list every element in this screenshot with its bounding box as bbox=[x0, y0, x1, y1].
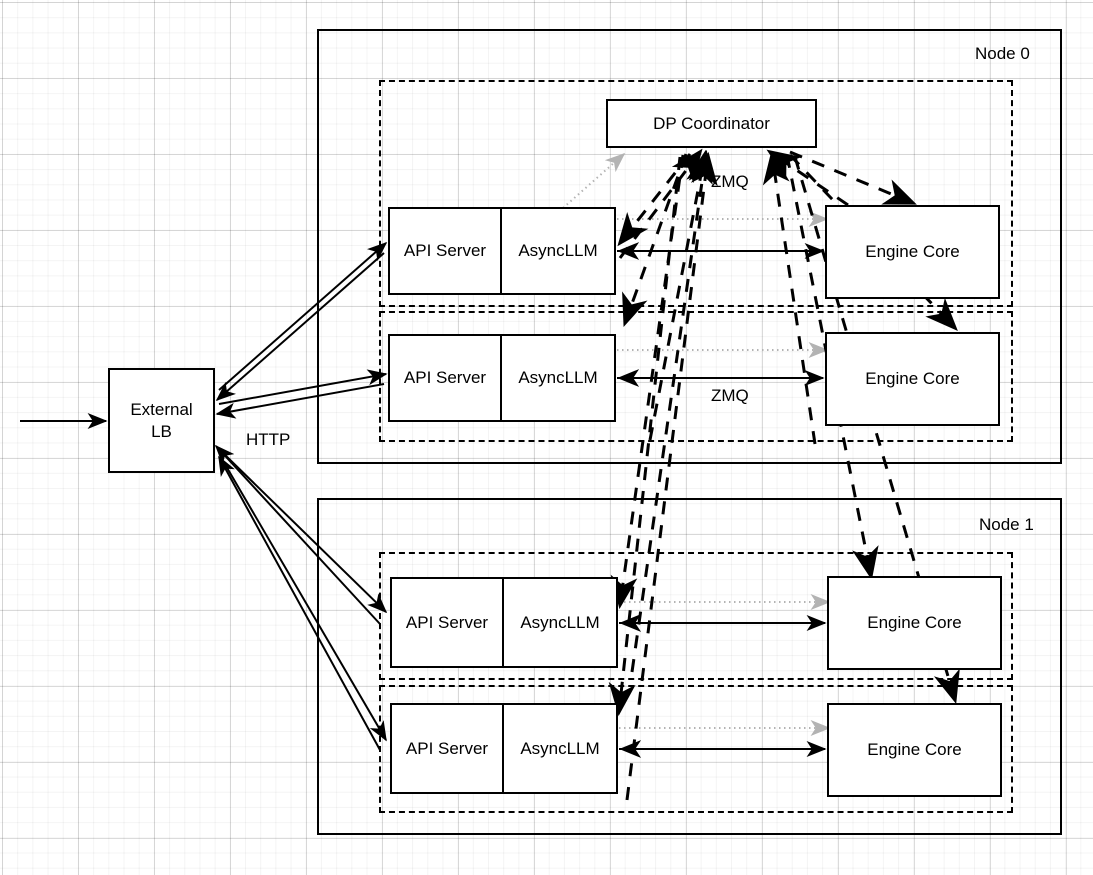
api-server-label: API Server bbox=[403, 241, 487, 260]
node-1-group-0 bbox=[379, 552, 1013, 680]
dp-coordinator-label: DP Coordinator bbox=[653, 113, 770, 133]
dp-edge-ec-n0g1 bbox=[762, 150, 817, 445]
http-edge-node0-group1 bbox=[215, 369, 388, 419]
external-lb-box[interactable]: External LB bbox=[108, 368, 215, 473]
node-1-group-1-server-box[interactable]: API Server AsyncLLM bbox=[390, 703, 618, 794]
dp-edge-coord-ec-n0g1 bbox=[788, 153, 958, 332]
node-0-title: Node 0 bbox=[975, 44, 1030, 63]
zmq-coordinator-label: ZMQ bbox=[711, 172, 749, 191]
async-llm-label: AsyncLLM bbox=[518, 241, 598, 260]
zmq-engine-label: ZMQ bbox=[711, 386, 749, 405]
dp-edge-coord-al-n1g1 bbox=[608, 156, 682, 717]
engine-core-label: Engine Core bbox=[865, 242, 960, 261]
async-llm-cell[interactable]: AsyncLLM bbox=[504, 705, 616, 792]
dp-edge-ec-n0g0 bbox=[766, 149, 849, 207]
node-0-group-0-server-box[interactable]: API Server AsyncLLM bbox=[388, 207, 616, 295]
api-server-cell[interactable]: API Server bbox=[392, 579, 504, 666]
dp-edge-al-n1g0 bbox=[630, 149, 716, 673]
http-edge-label: HTTP bbox=[246, 430, 291, 449]
async-llm-label: AsyncLLM bbox=[520, 612, 600, 632]
async-llm-cell[interactable]: AsyncLLM bbox=[502, 209, 614, 293]
node-1-title: Node 1 bbox=[979, 515, 1034, 534]
node-1-group-0-server-box[interactable]: API Server AsyncLLM bbox=[390, 577, 618, 668]
dp-edge-coord-al-n0g0 bbox=[617, 153, 692, 247]
api-server-cell[interactable]: API Server bbox=[390, 336, 502, 420]
node-0-group-0-engine-core-box[interactable]: Engine Core bbox=[825, 205, 1000, 299]
node-1-group-1-engine-core-box[interactable]: Engine Core bbox=[827, 703, 1002, 797]
dp-edge-al-n0g1 bbox=[648, 149, 713, 441]
api-server-cell[interactable]: API Server bbox=[392, 705, 504, 792]
node-0-group-1-engine-core-box[interactable]: Engine Core bbox=[825, 332, 1000, 426]
dp-coordinator-box[interactable]: DP Coordinator bbox=[606, 99, 817, 148]
engine-core-label: Engine Core bbox=[865, 369, 960, 388]
node-0-group-0 bbox=[379, 80, 1013, 307]
async-llm-cell[interactable]: AsyncLLM bbox=[502, 336, 614, 420]
node-0-group-1-server-box[interactable]: API Server AsyncLLM bbox=[388, 334, 616, 422]
async-llm-cell[interactable]: AsyncLLM bbox=[504, 579, 616, 666]
dp-edge-al-n1g1 bbox=[625, 151, 718, 801]
faint-edge-asyncllm-coordinator bbox=[562, 152, 626, 209]
http-edge-node0-group0 bbox=[215, 241, 388, 402]
external-lb-label-line2: LB bbox=[151, 421, 172, 441]
async-llm-label: AsyncLLM bbox=[518, 368, 598, 387]
engine-core-label: Engine Core bbox=[867, 740, 962, 759]
api-server-label: API Server bbox=[405, 738, 489, 758]
async-llm-label: AsyncLLM bbox=[520, 738, 600, 758]
engine-core-label: Engine Core bbox=[867, 613, 962, 632]
http-edge-node1-group0 bbox=[214, 444, 388, 625]
api-server-label: API Server bbox=[405, 612, 489, 632]
http-edge-node1-group1 bbox=[218, 455, 387, 751]
external-lb-label-line1: External bbox=[130, 400, 193, 420]
api-server-cell[interactable]: API Server bbox=[390, 209, 502, 293]
node-1-container bbox=[317, 498, 1062, 835]
api-server-label: API Server bbox=[403, 368, 487, 387]
node-0-container bbox=[317, 29, 1062, 464]
node-1-group-0-engine-core-box[interactable]: Engine Core bbox=[827, 576, 1002, 670]
